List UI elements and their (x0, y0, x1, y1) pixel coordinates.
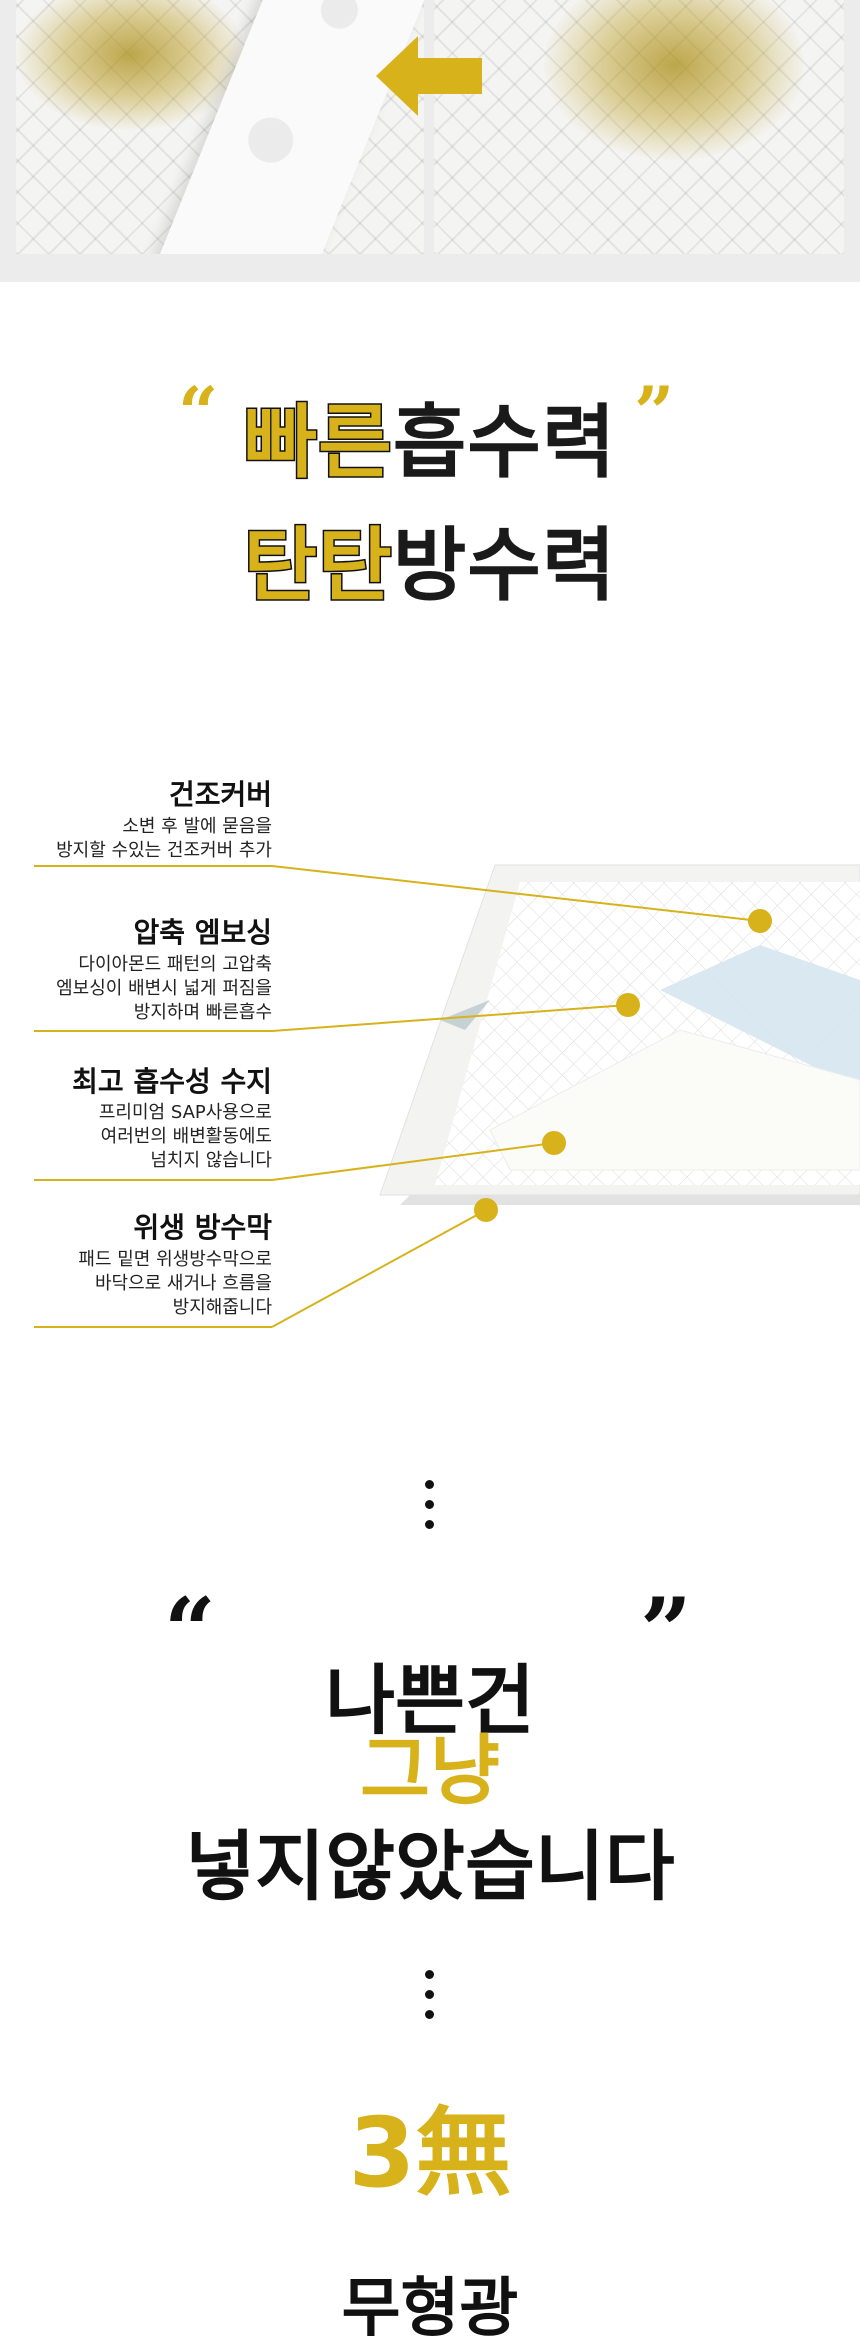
feature-title-embossing: 압축 엠보싱 (133, 916, 272, 949)
pad-layers-illustration (379, 864, 860, 1205)
feature-title-waterproof-film: 위생 방수막 (133, 1211, 272, 1244)
headline-open-quote: “ (178, 371, 219, 454)
three-free-item-1: 무형광 (341, 2272, 519, 2346)
statement-open-quote: “ (164, 1578, 216, 1684)
pad-photo-absorbed (434, 0, 844, 254)
headline-highlight-solid: 탄탄 (242, 518, 393, 614)
feature-desc-embossing: 다이아몬드 패턴의 고압축 엠보싱이 배변시 넓게 퍼짐을 방지하며 빠른흡수 (56, 954, 272, 1023)
headline-close-quote: ” (634, 371, 675, 454)
headline-absorbency: 흡수력 (392, 396, 617, 489)
callout-dot (542, 1131, 566, 1155)
headline-highlight-fast: 빠른 (242, 395, 393, 491)
headline-line-1: 빠른흡수력 (0, 395, 860, 491)
feature-desc-sap: 프리미엄 SAP사용으로 여러번의 배변활동에도 넘치지 않습니다 (98, 1102, 272, 1171)
vertical-ellipsis-1 (423, 1480, 435, 1540)
three-free-title: 3無 (348, 2097, 512, 2209)
vertical-ellipsis-2 (423, 1970, 435, 2030)
feature-leader-lines (34, 865, 772, 1328)
statement-line-1: 나쁜건 (325, 1656, 535, 1745)
pad-photo-with-tissue (16, 0, 424, 254)
arrow-left-icon (376, 36, 482, 116)
callout-dot (616, 993, 640, 1017)
feature-desc-waterproof-film: 패드 밑면 위생방수막으로 바닥으로 새거나 흐름을 방지해줍니다 (78, 1249, 272, 1318)
statement-close-quote: ” (640, 1578, 692, 1684)
feature-title-sap: 최고 흡수성 수지 (72, 1065, 272, 1098)
feature-desc-dry-cover: 소변 후 발에 묻음을 방지할 수있는 건조커버 추가 (56, 816, 272, 861)
callout-dot (748, 909, 772, 933)
callout-dot (474, 1198, 498, 1222)
headline-line-2: 탄탄방수력 (0, 518, 860, 614)
headline-waterproof: 방수력 (392, 519, 617, 612)
comparison-photo-band (0, 0, 860, 282)
feature-title-dry-cover: 건조커버 (168, 778, 272, 811)
statement-line-3: 넣지않았습니다 (185, 1822, 675, 1911)
statement-line-2: 그냥 (360, 1726, 500, 1815)
